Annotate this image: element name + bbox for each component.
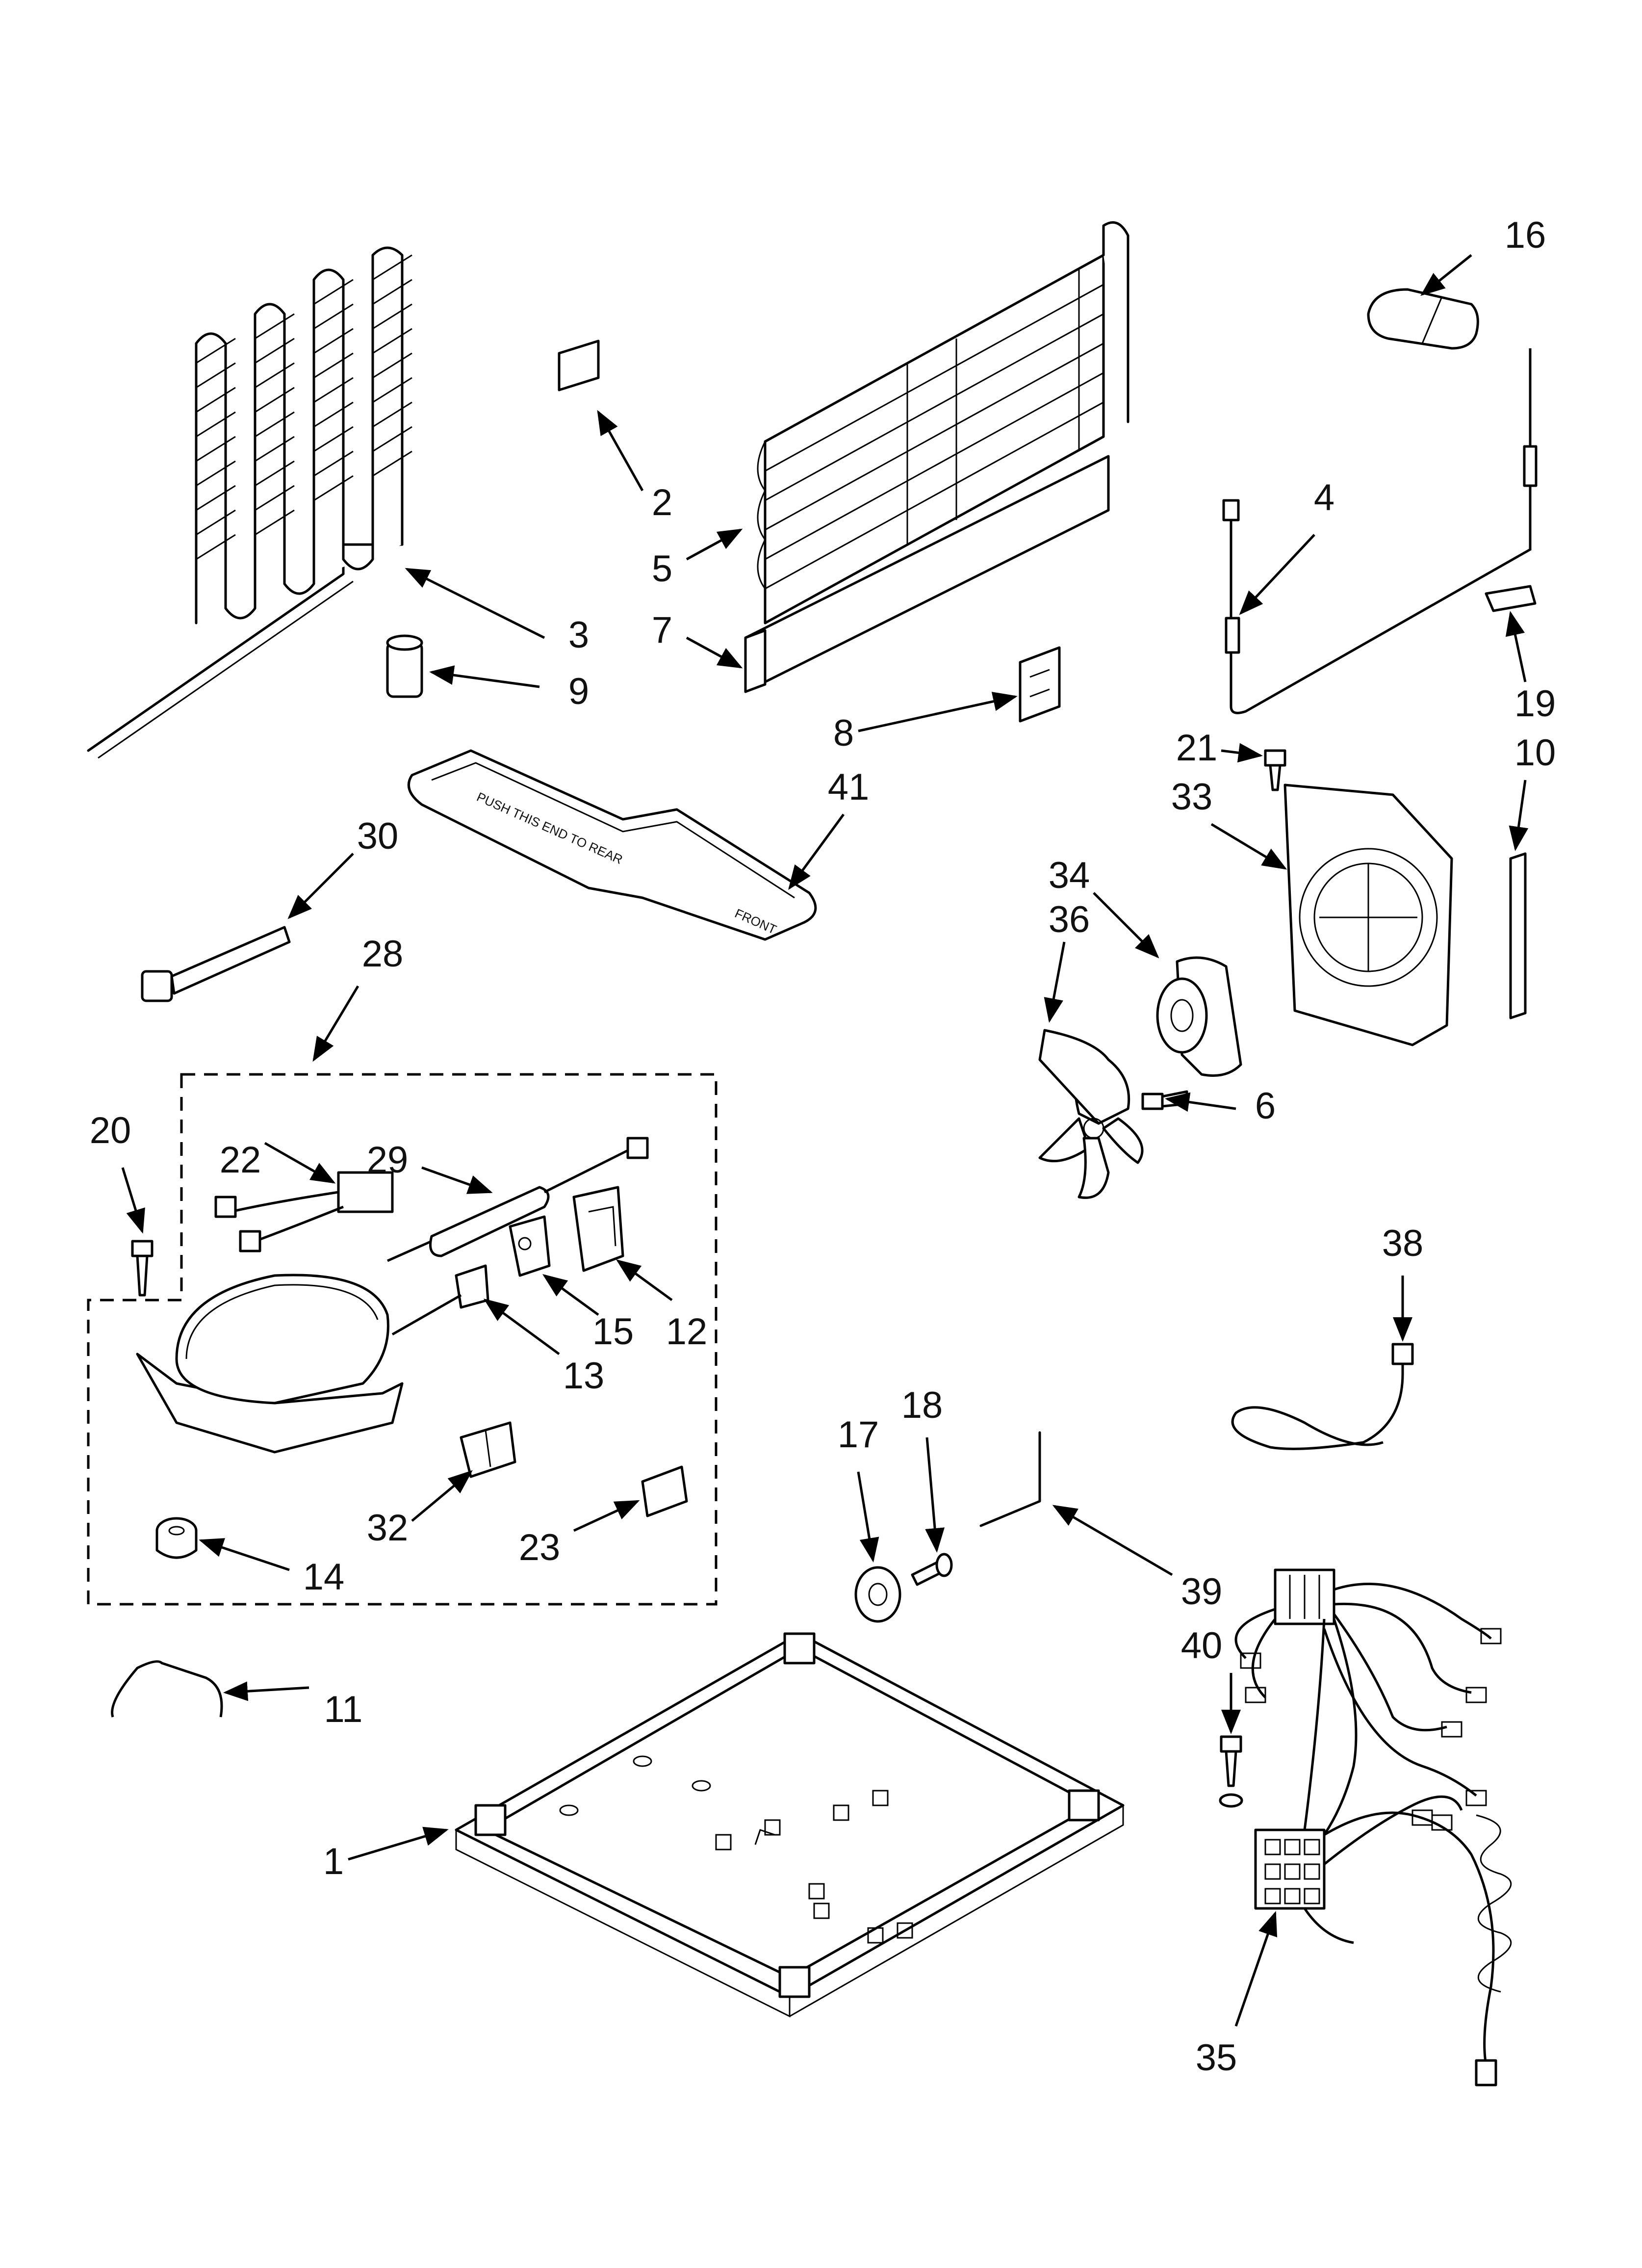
relay xyxy=(509,1215,551,1277)
callout-5: 5 xyxy=(652,548,672,590)
callout-22: 22 xyxy=(220,1139,261,1181)
callout-9: 9 xyxy=(568,671,589,712)
fan-blade xyxy=(1038,1029,1144,1199)
callout-13: 13 xyxy=(563,1355,605,1397)
clip xyxy=(1485,585,1537,612)
callout-14: 14 xyxy=(303,1556,345,1598)
callout-10: 10 xyxy=(1514,732,1556,774)
wire-spring xyxy=(111,1660,223,1718)
wire-harness xyxy=(1234,1568,1512,2086)
callout-12: 12 xyxy=(666,1311,708,1353)
cable-tie xyxy=(141,926,291,1002)
compressor xyxy=(136,1274,462,1454)
callout-6: 6 xyxy=(1255,1085,1276,1127)
callout-11: 11 xyxy=(324,1689,363,1730)
callout-1: 1 xyxy=(323,1841,344,1882)
callout-41: 41 xyxy=(828,766,870,808)
callout-17: 17 xyxy=(838,1414,879,1456)
callout-28: 28 xyxy=(362,933,404,975)
evaporator-drain-trough xyxy=(744,455,1110,693)
cap xyxy=(1367,288,1479,350)
overload-harness xyxy=(214,1171,394,1252)
drain-pan: PUSH THIS END TO REAR FRONT xyxy=(407,749,817,941)
fan-motor xyxy=(1156,956,1242,1077)
callout-21: 21 xyxy=(1176,727,1218,769)
relay-kit-group-outline xyxy=(87,1073,718,1606)
drier xyxy=(386,634,423,698)
callout-8: 8 xyxy=(833,712,854,754)
callout-38: 38 xyxy=(1382,1223,1424,1264)
callout-7: 7 xyxy=(652,609,672,651)
tubing xyxy=(1231,1343,1414,1450)
axle-pin xyxy=(911,1553,953,1586)
thermistor-wire xyxy=(1222,348,1538,714)
callout-15: 15 xyxy=(592,1311,634,1353)
callout-19: 19 xyxy=(1514,683,1556,725)
capacitor xyxy=(386,1137,649,1262)
evaporator xyxy=(757,221,1129,625)
callout-29: 29 xyxy=(367,1139,409,1181)
callout-2: 2 xyxy=(652,482,672,523)
relay-cover xyxy=(572,1186,624,1272)
start-relay xyxy=(460,1421,516,1478)
grommet xyxy=(155,1517,198,1559)
callout-20: 20 xyxy=(90,1110,131,1151)
callout-34: 34 xyxy=(1049,855,1090,896)
overload-protector xyxy=(455,1264,489,1309)
bracket xyxy=(1019,646,1061,723)
callout-labels: 1 2 3 4 5 6 7 8 9 10 11 12 13 14 15 16 1… xyxy=(90,214,1556,2079)
callout-33: 33 xyxy=(1171,776,1213,818)
callout-30: 30 xyxy=(357,815,399,857)
callout-18: 18 xyxy=(901,1384,943,1426)
callout-3: 3 xyxy=(568,614,589,656)
roller-wheel xyxy=(854,1566,901,1623)
tube-fitting xyxy=(979,1431,1041,1527)
callout-23: 23 xyxy=(519,1527,561,1568)
callout-35: 35 xyxy=(1196,2037,1237,2079)
shroud-screw xyxy=(1264,749,1286,791)
connector-plug xyxy=(641,1465,688,1517)
callout-39: 39 xyxy=(1181,1571,1223,1613)
screw xyxy=(131,1240,154,1297)
callout-4: 4 xyxy=(1314,477,1334,519)
strip xyxy=(1509,852,1527,1019)
callout-16: 16 xyxy=(1505,214,1546,256)
callout-32: 32 xyxy=(367,1507,409,1549)
leader-lines xyxy=(121,254,1529,2027)
callout-40: 40 xyxy=(1181,1625,1223,1667)
base-frame xyxy=(455,1632,1125,2018)
callout-36: 36 xyxy=(1049,899,1090,940)
ground-screw xyxy=(1219,1735,1243,1808)
label-sticker xyxy=(558,339,600,391)
fan-shroud xyxy=(1283,783,1453,1046)
condenser-coil xyxy=(87,246,412,759)
